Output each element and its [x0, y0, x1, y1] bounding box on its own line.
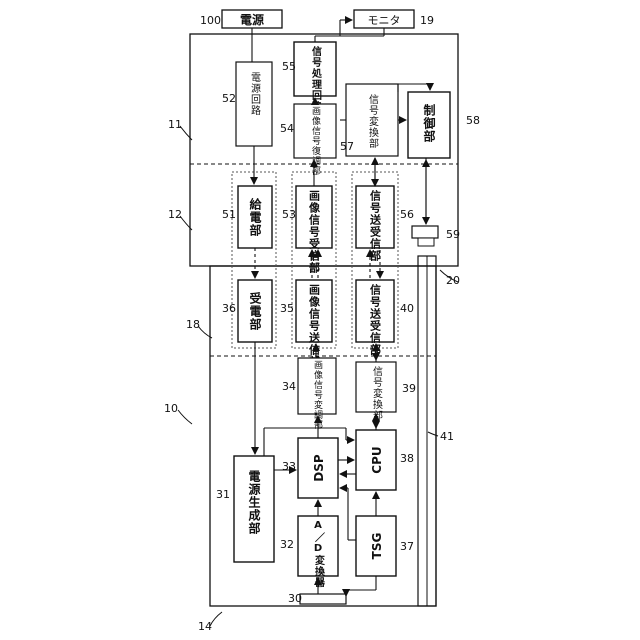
- imaging-element-30: [300, 594, 346, 604]
- tsg-label: TSG: [370, 533, 384, 560]
- image-receiver-label: 画像信号受信部: [308, 190, 321, 274]
- ref-100: 100: [200, 14, 221, 27]
- ref-32: 32: [280, 538, 294, 551]
- monitor-label: モニタ: [368, 14, 401, 27]
- ref-57: 57: [340, 140, 354, 153]
- ref-38: 38: [400, 452, 414, 465]
- image-transmitter-label: 画像信号送信部: [308, 284, 322, 368]
- connector-59: [412, 226, 438, 238]
- ref-39: 39: [402, 382, 416, 395]
- ref-55: 55: [282, 60, 296, 73]
- ref-11: 11: [168, 118, 182, 131]
- power-feeding-label: 給電部: [248, 197, 262, 237]
- image-demodulation-label: 画像信号復調部: [310, 106, 321, 176]
- power-circuit-label: 電源回路: [249, 72, 261, 116]
- ref-37: 37: [400, 540, 414, 553]
- ref-10: 10: [164, 402, 178, 415]
- ref-59: 59: [446, 228, 460, 241]
- ref-53: 53: [282, 208, 296, 221]
- ref-31: 31: [216, 488, 230, 501]
- ref-36: 36: [222, 302, 236, 315]
- ref-41: 41: [440, 430, 454, 443]
- power-generation-label: 電源生成部: [247, 470, 261, 535]
- image-modulation-label: 画像信号変調部: [312, 360, 323, 430]
- ref-58: 58: [466, 114, 480, 127]
- ref-12: 12: [168, 208, 182, 221]
- ref-18: 18: [186, 318, 200, 331]
- dsp-label: DSP: [312, 454, 326, 482]
- connector-59-base: [418, 238, 434, 246]
- power-source-label: 電源: [240, 12, 264, 27]
- ref-35: 35: [280, 302, 294, 315]
- ref-56: 56: [400, 208, 414, 221]
- signal-conversion-57-label: 信号変換部: [367, 94, 379, 149]
- ref-14: 14: [198, 620, 212, 633]
- ref-30: 30: [288, 592, 302, 605]
- ref-40: 40: [400, 302, 414, 315]
- ref-34: 34: [282, 380, 296, 393]
- ref-20: 20: [446, 274, 460, 287]
- power-receiving-label: 受電部: [248, 291, 262, 331]
- cpu-label: CPU: [370, 446, 384, 473]
- ref-33: 33: [282, 460, 296, 473]
- ref-52: 52: [222, 92, 236, 105]
- ref-19: 19: [420, 14, 434, 27]
- control-label: 制御部: [422, 103, 436, 143]
- ref-54: 54: [280, 122, 294, 135]
- ref-51: 51: [222, 208, 236, 221]
- transceiver-40-label: 信号送受信部: [369, 283, 383, 356]
- signal-conversion-39-label: 信号変換部: [371, 366, 383, 421]
